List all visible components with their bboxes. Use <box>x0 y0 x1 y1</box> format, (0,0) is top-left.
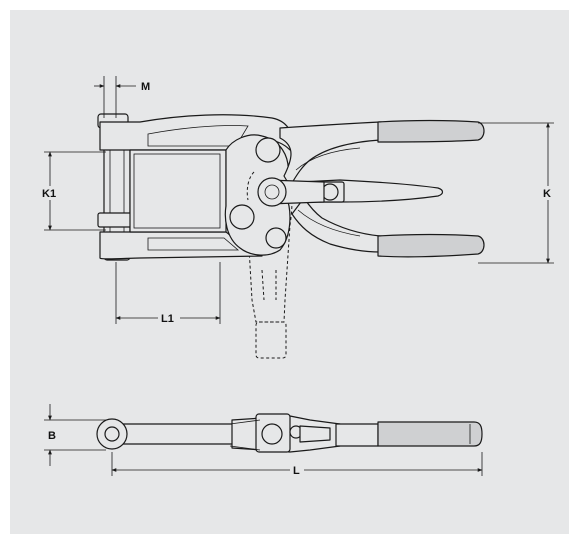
pivot-hole-left <box>229 204 255 230</box>
link-pivot-main <box>257 177 287 207</box>
dimension-label-l: L <box>293 465 300 477</box>
spindle-bolt <box>97 113 133 261</box>
side-link-pivot <box>261 423 283 445</box>
side-handle <box>335 423 379 447</box>
dimension-label-k1: K1 <box>42 188 56 200</box>
dimension-label-b: B <box>48 430 56 442</box>
dimension-label-k: K <box>543 188 551 200</box>
dimension-k1: K1 <box>41 151 106 231</box>
body-frame <box>129 149 227 233</box>
side-grip <box>377 421 483 447</box>
dimension-l: L <box>111 452 483 477</box>
top-view <box>97 113 485 359</box>
upper-grip <box>377 119 485 143</box>
dimension-label-l1: L1 <box>161 313 174 325</box>
pivot-hole-lower <box>265 227 287 249</box>
pivot-hole-upper <box>255 137 281 163</box>
dimension-m: M <box>94 76 150 118</box>
lower-handle-arm <box>291 197 381 253</box>
dimension-l1: L1 <box>115 262 221 325</box>
lower-grip <box>377 233 485 258</box>
dimension-b: B <box>44 404 106 466</box>
dimension-label-m: M <box>141 81 150 93</box>
dimension-k: K <box>478 122 555 264</box>
side-view <box>96 413 483 453</box>
upper-handle-arm <box>279 121 381 187</box>
side-body-bar <box>111 423 241 445</box>
